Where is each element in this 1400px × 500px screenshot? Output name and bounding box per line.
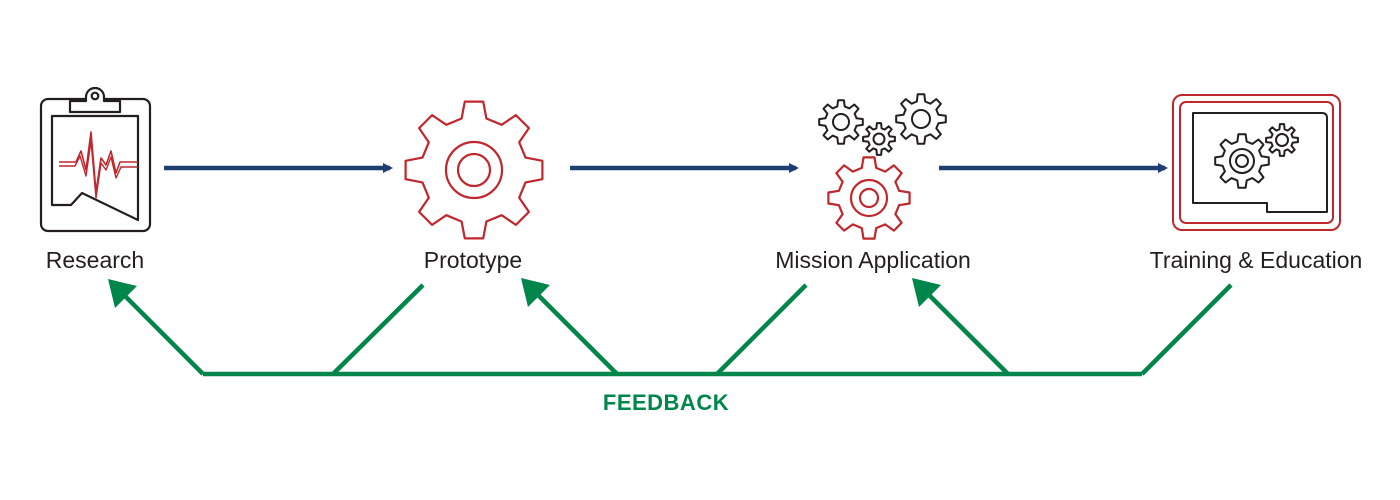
gear-icon <box>404 100 544 240</box>
clipboard-heartbeat-icon <box>39 86 152 233</box>
stage-label-prototype: Prototype <box>424 247 522 273</box>
feedback-arrowheads <box>108 278 941 308</box>
stage-label-training-education: Training & Education <box>1150 247 1363 273</box>
feedback-arrowhead-prototype <box>521 278 550 307</box>
screen-gears-icon <box>1172 94 1341 231</box>
stage-label-research: Research <box>46 247 144 273</box>
multiple-gears-icon <box>818 93 947 240</box>
stage-label-mission-application: Mission Application <box>775 247 971 273</box>
feedback-arrowhead-research <box>108 279 137 308</box>
feedback-label: FEEDBACK <box>603 390 729 415</box>
feedback-arrowhead-mission <box>912 278 941 307</box>
feedback-lines <box>120 283 1233 377</box>
